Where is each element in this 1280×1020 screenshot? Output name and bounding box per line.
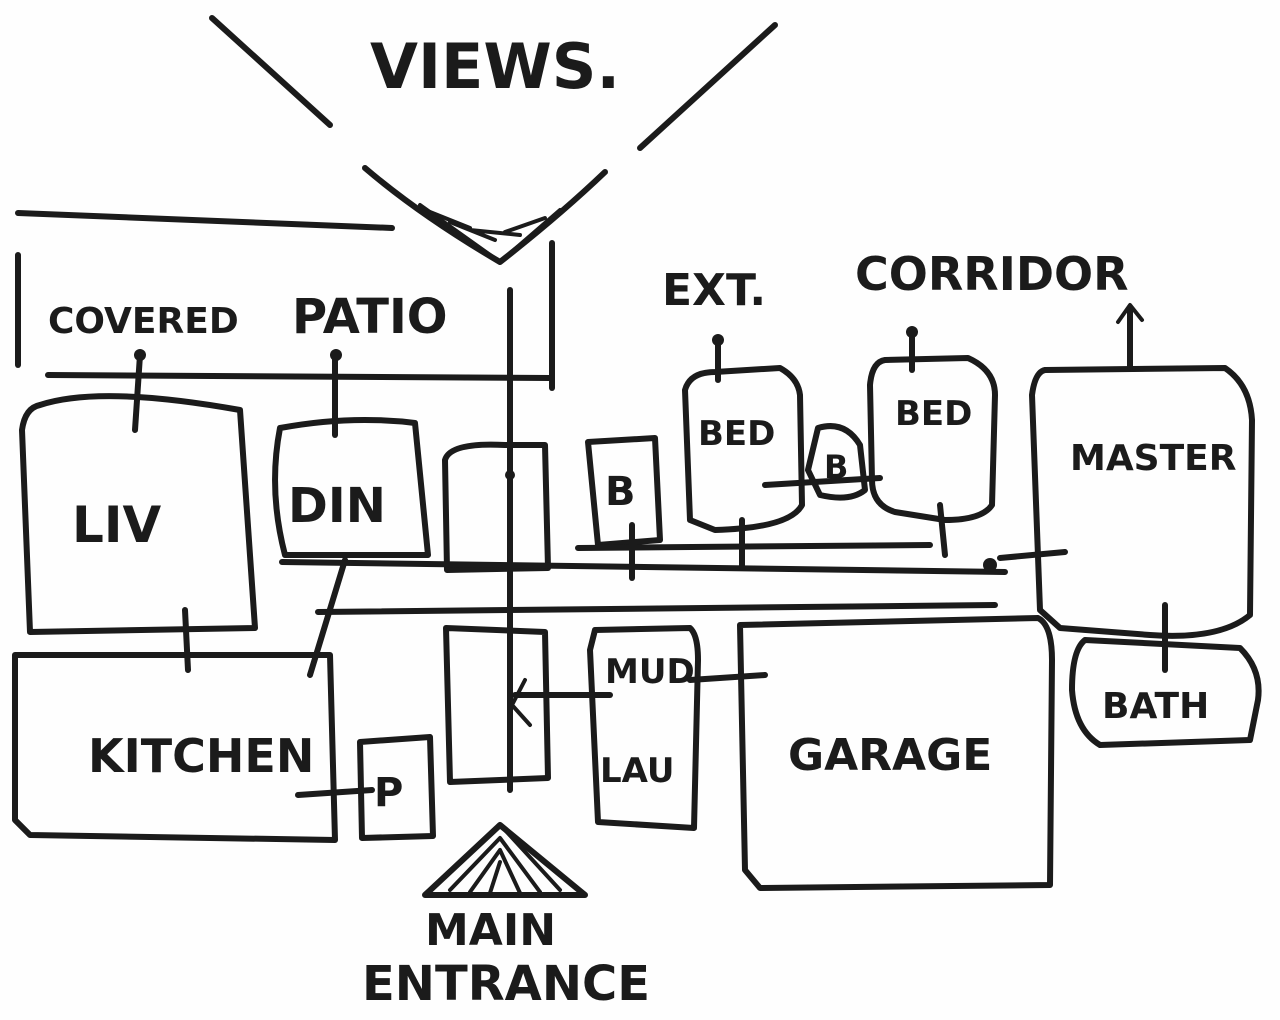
- bedroom-2: [867, 355, 998, 523]
- garage-label: GARAGE: [788, 730, 992, 781]
- ext-label: EXT.: [662, 265, 766, 316]
- node-dot: [505, 470, 515, 480]
- entry-hall-lower: [443, 625, 551, 785]
- circulation-lines: [132, 287, 1168, 798]
- master-bedroom: [1029, 365, 1255, 639]
- mud-laundry: [587, 625, 701, 831]
- kitchen: [12, 652, 338, 843]
- master-label: MASTER: [1070, 438, 1236, 479]
- bedroom-1: [682, 365, 805, 533]
- lau-label: LAU: [600, 751, 675, 791]
- mud-label: MUD: [605, 652, 695, 692]
- covered-label: COVERED: [48, 301, 239, 342]
- bed-1-label: BED: [698, 414, 775, 454]
- node-dot: [712, 334, 724, 346]
- bath-label: BATH: [1102, 686, 1209, 727]
- main-entrance-marker: [422, 822, 588, 898]
- views-wedge: [209, 15, 778, 265]
- living-room: [19, 393, 258, 635]
- pantry: [357, 734, 436, 841]
- master-bath: [1069, 637, 1262, 748]
- node-dot: [983, 558, 997, 572]
- kitchen-label: KITCHEN: [88, 729, 314, 783]
- din-label: DIN: [288, 478, 386, 534]
- patio-label: PATIO: [292, 289, 448, 345]
- main-label: MAIN: [425, 905, 556, 956]
- bath-small-1-label: B: [605, 469, 636, 515]
- node-dot: [906, 326, 918, 338]
- views-label: VIEWS.: [370, 30, 620, 103]
- pantry-label: P: [374, 770, 403, 816]
- entry-hall-upper: [442, 441, 551, 573]
- corridor-label: CORRIDOR: [855, 247, 1129, 301]
- node-dot: [330, 349, 342, 361]
- node-dot: [134, 349, 146, 361]
- entrance-label: ENTRANCE: [362, 956, 650, 1012]
- covered-patio-outline: [15, 210, 555, 391]
- bath-small-2: [805, 423, 868, 501]
- bath-small-1: [585, 435, 663, 548]
- garage: [737, 615, 1055, 891]
- dining-room: [272, 416, 431, 558]
- bed-2-label: BED: [895, 394, 972, 434]
- liv-label: LIV: [72, 496, 161, 554]
